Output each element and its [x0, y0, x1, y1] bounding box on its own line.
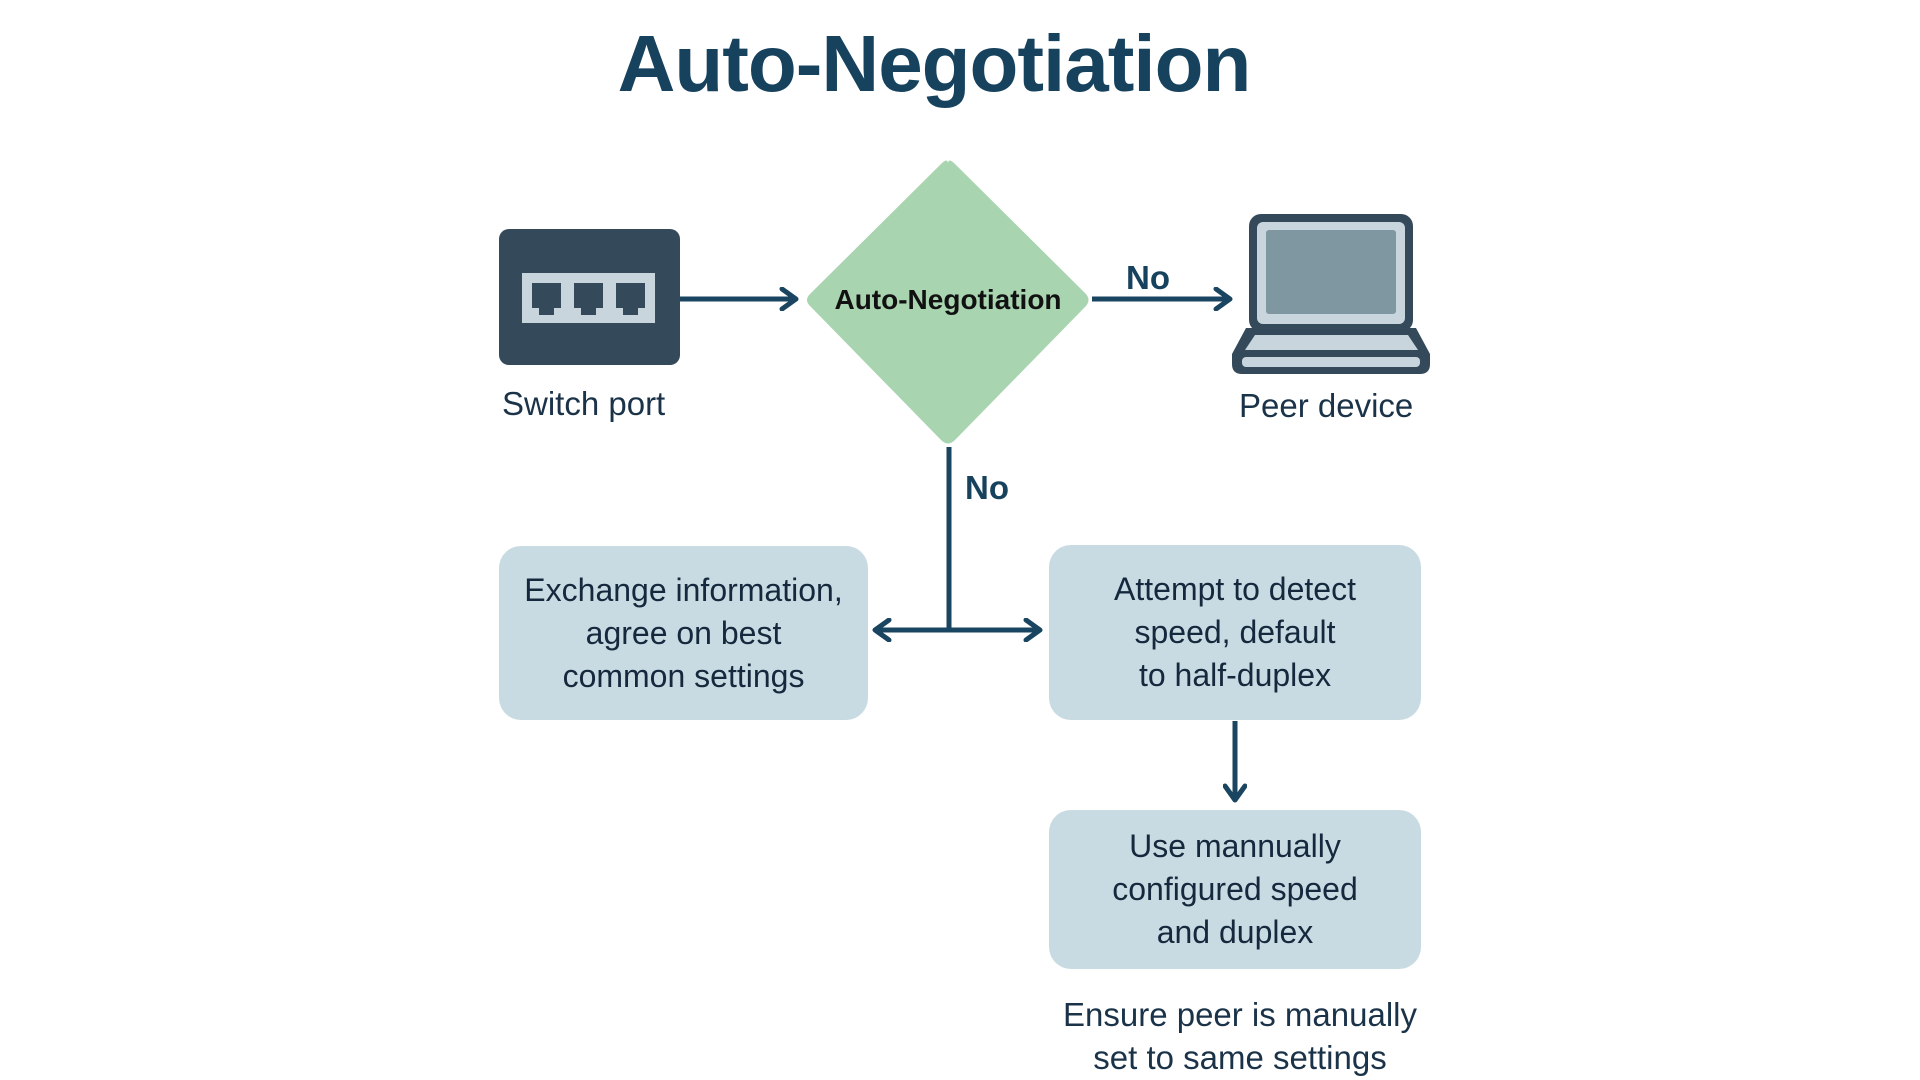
manual-config-box: Use mannually configured speed and duple… [1049, 810, 1421, 969]
peer-config-note: Ensure peer is manually set to same sett… [1062, 996, 1417, 1076]
diagram-title: Auto-Negotiation [617, 19, 1252, 108]
peer-device-label: Peer device [1239, 387, 1414, 424]
exchange-settings-text: Exchange information, agree on best comm… [524, 571, 843, 694]
laptop-icon [1232, 214, 1430, 374]
decision-label: Auto-Negotiation [834, 284, 1062, 315]
decision-diamond [807, 160, 1089, 444]
manual-config-text: Use mannually configured speed and duple… [1112, 828, 1358, 950]
switch-port-label: Switch port [502, 385, 666, 422]
edge-label-right-no: No [1126, 259, 1170, 296]
exchange-settings-box: Exchange information, agree on best comm… [499, 546, 868, 720]
detect-speed-box: Attempt to detect speed, default to half… [1049, 545, 1421, 720]
detect-speed-text: Attempt to detect speed, default to half… [1114, 571, 1356, 693]
ethernet-switch-icon [499, 229, 680, 365]
edge-label-down-no: No [965, 469, 1009, 506]
